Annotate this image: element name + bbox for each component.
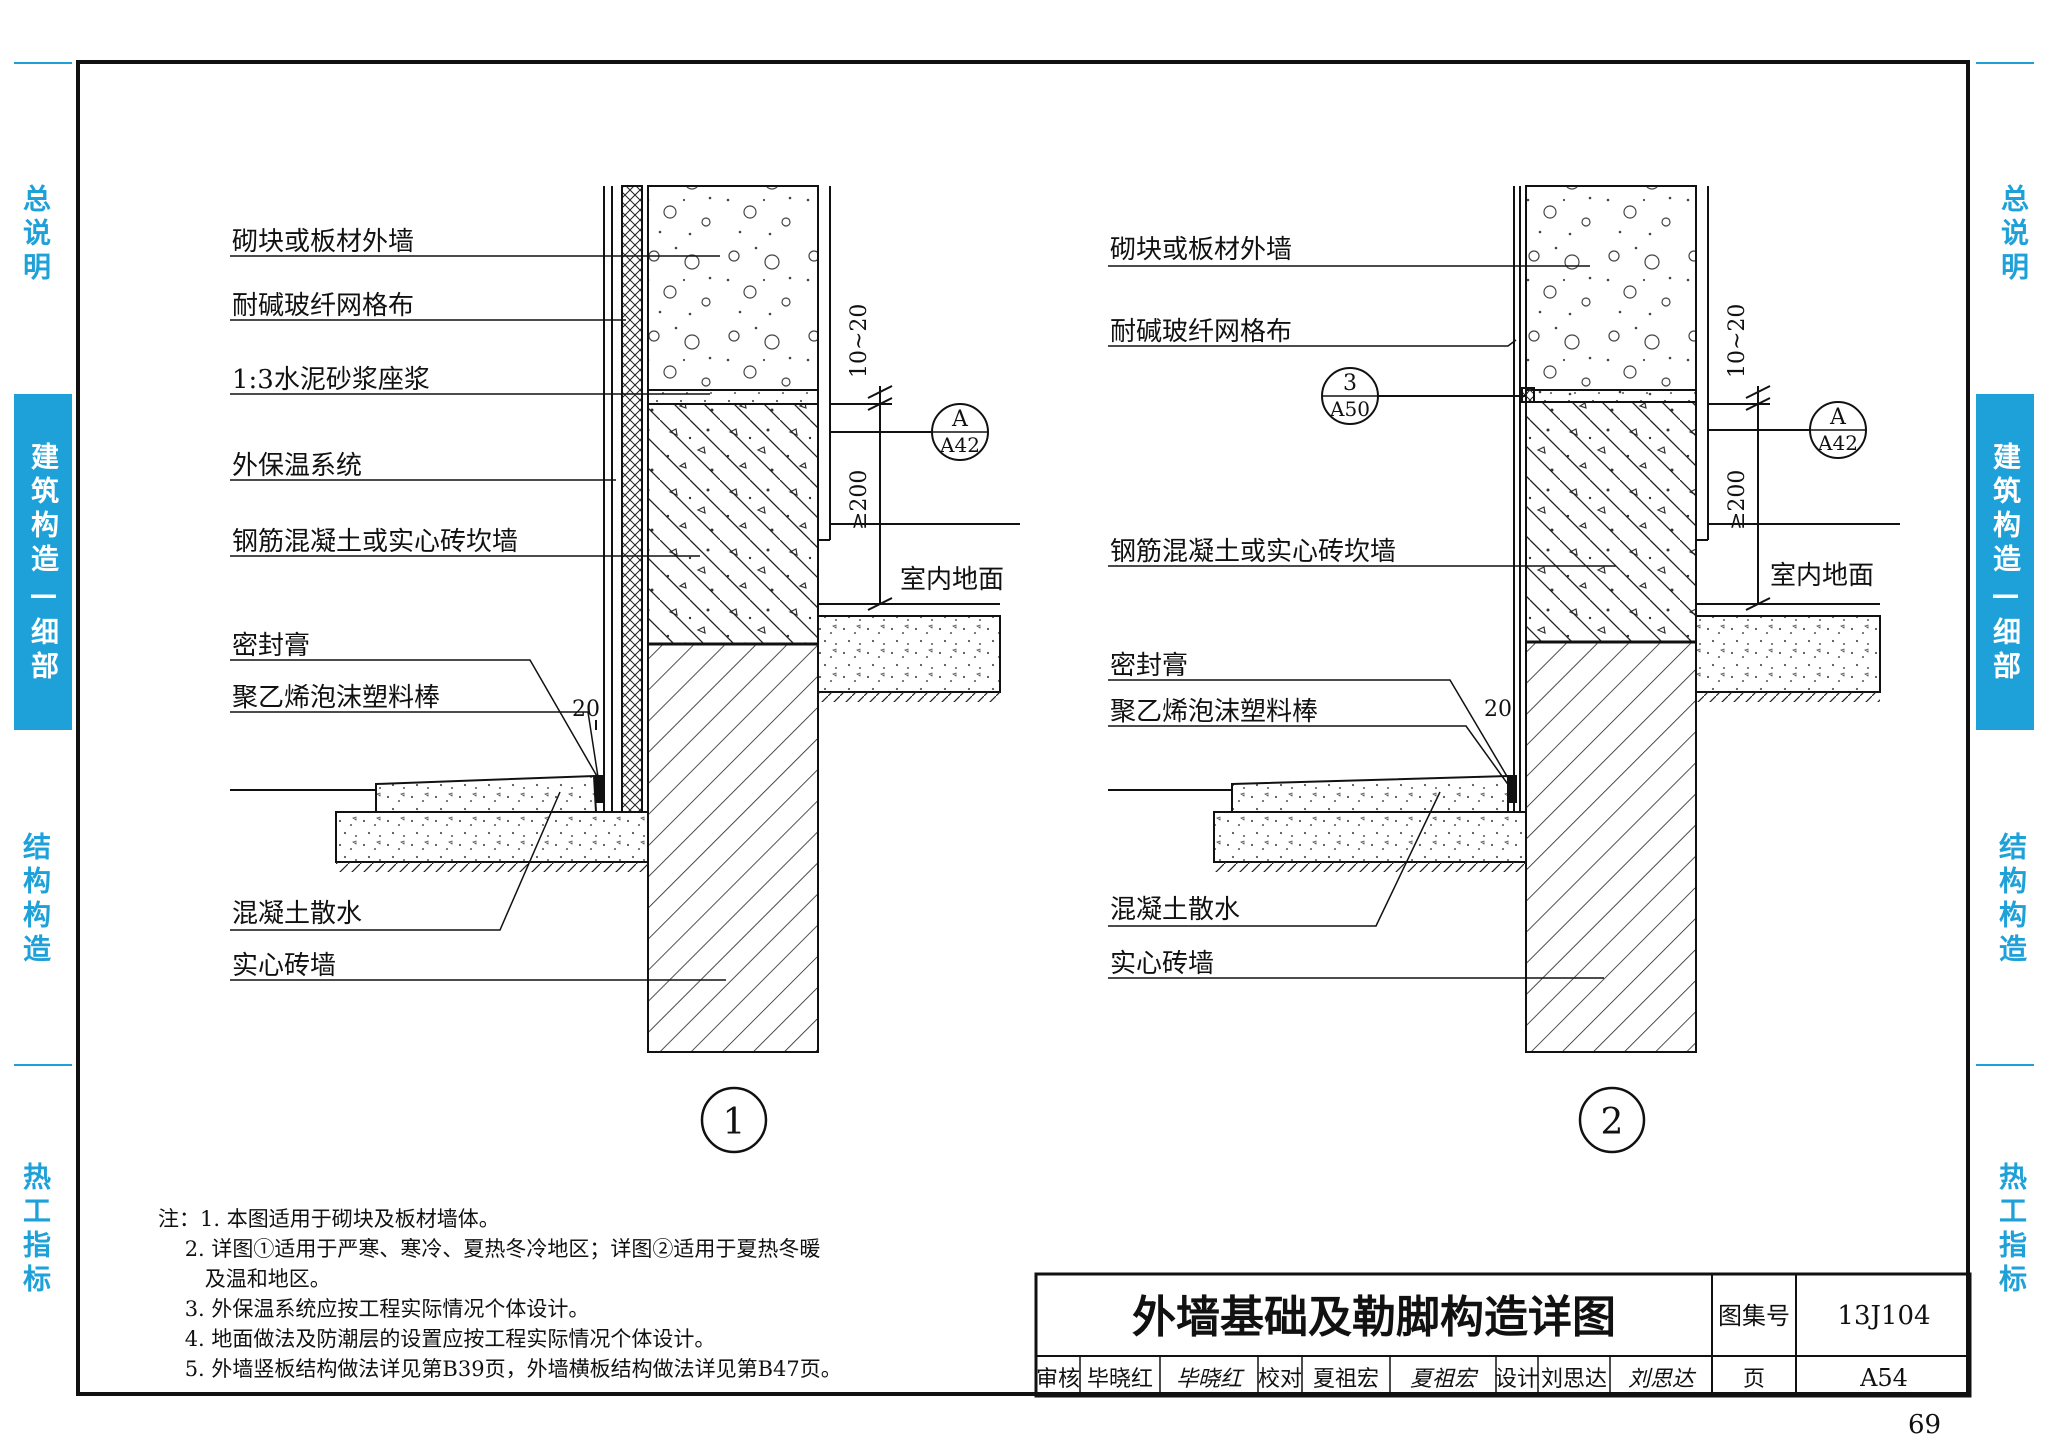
d2-dim-gap: 20 bbox=[1484, 697, 1512, 722]
svg-text:1: 1 bbox=[723, 1102, 746, 1143]
designer-signature: 刘思达 bbox=[1628, 1367, 1697, 1392]
d1-label-sealant: 密封膏 bbox=[232, 631, 310, 661]
sidebar-right-architecture[interactable]: 建筑构造—细部 bbox=[1976, 396, 2034, 730]
check-label: 校对 bbox=[1258, 1367, 1302, 1392]
d2-label-brick: 实心砖墙 bbox=[1110, 949, 1214, 979]
drawing-frame bbox=[76, 60, 1970, 1396]
d2-detail-number: 2 bbox=[1578, 1086, 1646, 1154]
sidebar-right-general[interactable]: 总说明 bbox=[1997, 184, 2030, 286]
d2-ref-symbol: A A42 bbox=[1809, 401, 1867, 459]
d1-label-mesh: 耐碱玻纤网格布 bbox=[232, 291, 414, 321]
reviewer-signature: 毕晓红 bbox=[1176, 1367, 1245, 1392]
d1-label-apron: 混凝土散水 bbox=[232, 899, 362, 929]
d1-label-concrete: 钢筋混凝土或实心砖坎墙 bbox=[232, 527, 518, 557]
d1-ref-symbol: A A42 bbox=[931, 403, 989, 461]
d1-label-rod: 聚乙烯泡沫塑料棒 bbox=[232, 683, 440, 713]
d1-label-insulation: 外保温系统 bbox=[232, 451, 362, 481]
note-line: 5. 外墙竖板结构做法详见第B39页，外墙横板结构做法详见第B47页。 bbox=[158, 1357, 842, 1381]
d2-label-rod: 聚乙烯泡沫塑料棒 bbox=[1110, 697, 1318, 727]
sidebar-left-general[interactable]: 总说明 bbox=[19, 184, 52, 286]
d2-label-mesh: 耐碱玻纤网格布 bbox=[1110, 317, 1292, 347]
reviewer-name: 毕晓红 bbox=[1087, 1367, 1153, 1392]
svg-text:A50: A50 bbox=[1329, 397, 1370, 421]
review-label: 审核 bbox=[1036, 1367, 1080, 1392]
d1-label-brick: 实心砖墙 bbox=[232, 951, 336, 981]
svg-text:A: A bbox=[1829, 405, 1847, 430]
d2-label-wall: 砌块或板材外墙 bbox=[1110, 235, 1292, 265]
note-line: 2. 详图①适用于严寒、寒冷、夏热冬冷地区；详图②适用于夏热冬暖 bbox=[158, 1237, 821, 1261]
svg-text:3: 3 bbox=[1343, 371, 1357, 396]
d2-label-apron: 混凝土散水 bbox=[1110, 895, 1240, 925]
d1-label-mortar: 1:3水泥砂浆座浆 bbox=[232, 365, 430, 395]
checker-name: 夏祖宏 bbox=[1313, 1367, 1379, 1392]
svg-text:A42: A42 bbox=[1817, 431, 1858, 455]
page-number: 69 bbox=[1908, 1410, 1942, 1440]
sidebar-right-thermal[interactable]: 热工指标 bbox=[1995, 1162, 2028, 1298]
d2-label-concrete: 钢筋混凝土或实心砖坎墙 bbox=[1110, 537, 1396, 567]
note-line: 注：1. 本图适用于砌块及板材墙体。 bbox=[158, 1207, 500, 1231]
sidebar-right-structure[interactable]: 结构构造 bbox=[1995, 832, 2028, 968]
d1-dim-gap: 20 bbox=[572, 697, 600, 722]
design-label: 设计 bbox=[1495, 1367, 1539, 1392]
d1-label-wall: 砌块或板材外墙 bbox=[232, 227, 414, 257]
designer-name: 刘思达 bbox=[1541, 1367, 1607, 1392]
atlas-label: 图集号 bbox=[1718, 1302, 1790, 1330]
note-line: 及温和地区。 bbox=[158, 1267, 331, 1291]
detail-1 bbox=[230, 185, 1020, 1053]
svg-text:A: A bbox=[951, 407, 969, 432]
d1-detail-number: 1 bbox=[700, 1086, 768, 1154]
note-line: 4. 地面做法及防潮层的设置应按工程实际情况个体设计。 bbox=[158, 1327, 716, 1351]
title-block bbox=[1034, 1272, 1972, 1398]
sidebar-left-architecture[interactable]: 建筑构造—细部 bbox=[14, 396, 72, 730]
notes: 注：1. 本图适用于砌块及板材墙体。 2. 详图①适用于严寒、寒冷、夏热冬冷地区… bbox=[158, 1204, 842, 1384]
detail-2 bbox=[1108, 185, 1900, 1053]
note-line: 3. 外保温系统应按工程实际情况个体设计。 bbox=[158, 1297, 590, 1321]
d1-dim-mid: ≥200 bbox=[847, 470, 872, 530]
checker-signature: 夏祖宏 bbox=[1410, 1367, 1479, 1392]
d2-dim-top: 10~20 bbox=[1725, 304, 1750, 378]
d2-label-floor: 室内地面 bbox=[1770, 561, 1874, 591]
sidebar-left-thermal[interactable]: 热工指标 bbox=[19, 1162, 52, 1298]
svg-text:A42: A42 bbox=[939, 433, 980, 457]
page-code: A54 bbox=[1859, 1364, 1908, 1392]
d2-label-sealant: 密封膏 bbox=[1110, 651, 1188, 681]
drawing-title: 外墙基础及勒脚构造详图 bbox=[1132, 1292, 1616, 1343]
sidebar-left-structure[interactable]: 结构构造 bbox=[19, 832, 52, 968]
d1-dim-top: 10~20 bbox=[847, 304, 872, 378]
d1-label-floor: 室内地面 bbox=[900, 565, 1004, 595]
atlas-number: 13J104 bbox=[1837, 1301, 1930, 1331]
d2-dim-mid: ≥200 bbox=[1725, 470, 1750, 530]
page-label: 页 bbox=[1743, 1367, 1765, 1392]
svg-text:2: 2 bbox=[1601, 1102, 1624, 1143]
d2-ref2-symbol: 3 A50 bbox=[1321, 367, 1379, 425]
